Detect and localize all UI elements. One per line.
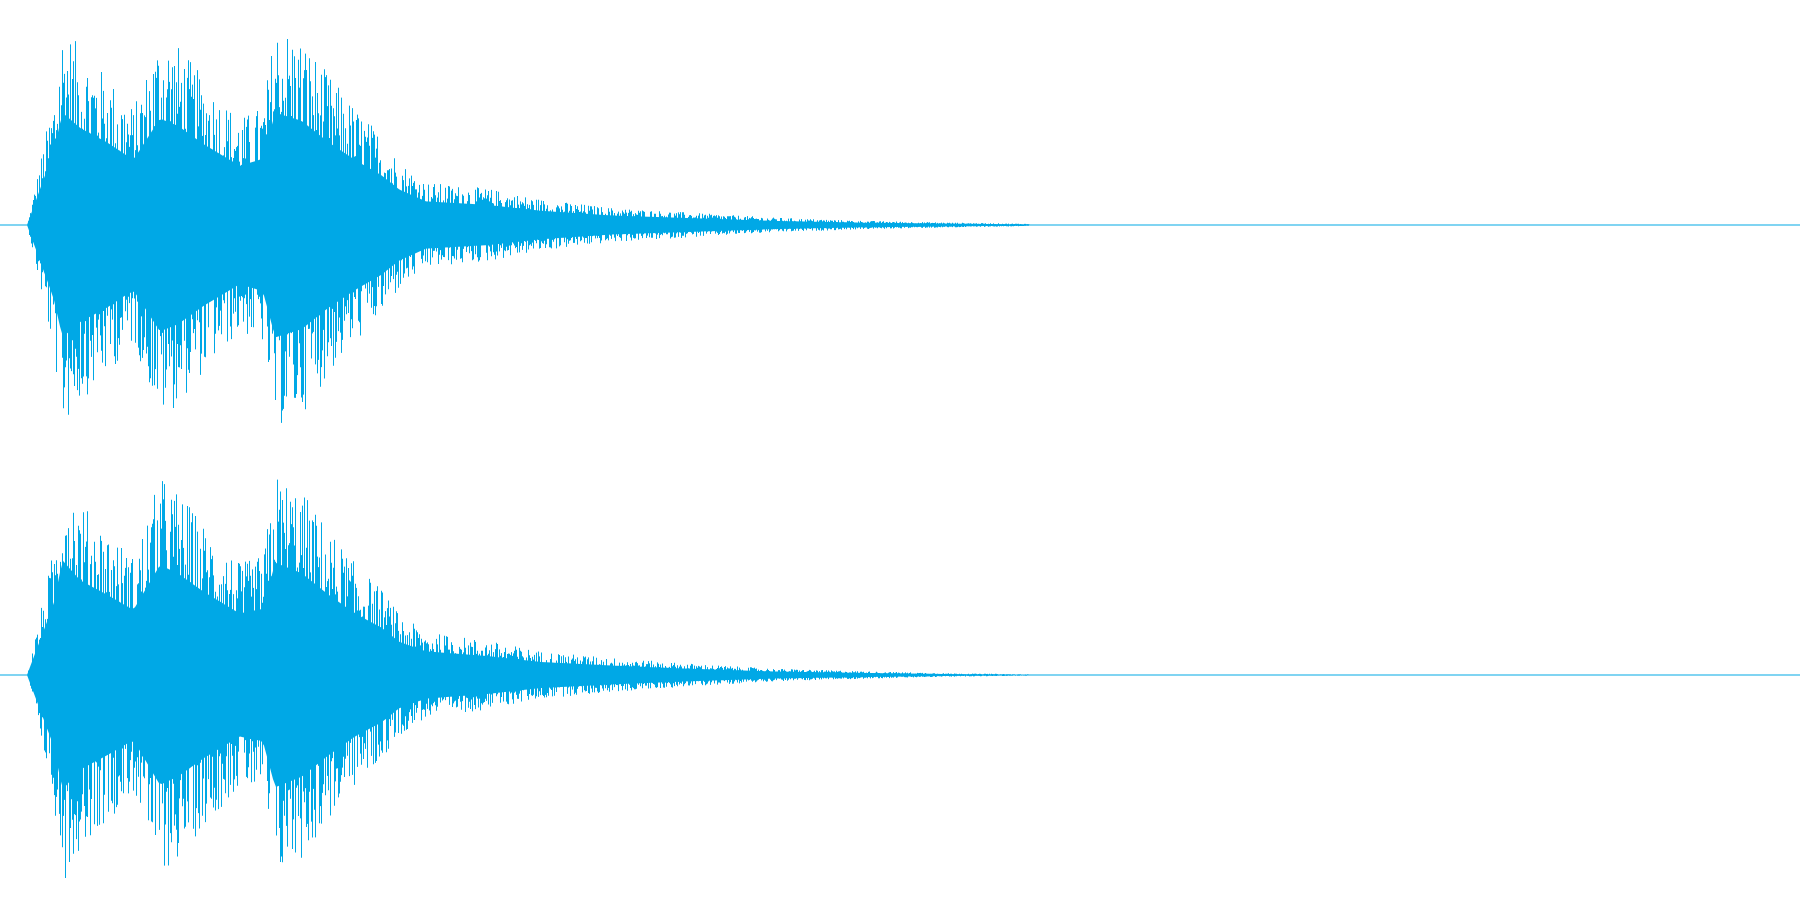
waveform-channel-2 — [0, 479, 1800, 878]
channel-1-waveform-core — [27, 112, 1029, 338]
channels-layer — [0, 39, 1800, 878]
channel-2-waveform-core — [27, 560, 1029, 790]
waveform-channel-1 — [0, 39, 1800, 423]
